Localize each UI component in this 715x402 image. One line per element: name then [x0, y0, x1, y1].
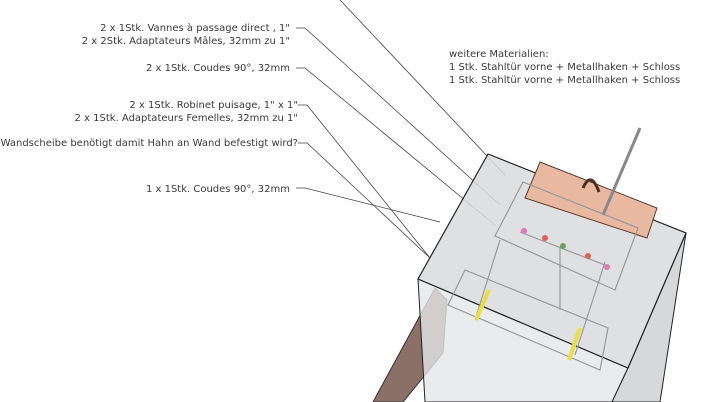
- label-elbows-2: 2 x 1Stk. Coudes 90°, 32mm: [145, 63, 290, 74]
- label-taps: 2 x 1Stk. Robinet puisage, 1" x 1": [129, 100, 298, 111]
- materials-note: weitere Materialien: 1 Stk. Stahltür vor…: [449, 48, 680, 87]
- leader-line: [296, 187, 441, 223]
- pole: [601, 127, 642, 216]
- leader-line: [339, 0, 506, 176]
- rear-panel: [524, 161, 658, 239]
- leader-lines: [296, 0, 506, 259]
- leader-line: [298, 142, 431, 259]
- inner-frame: [447, 181, 639, 371]
- materials-item: 1 Stk. Stahltür vorne + Metallhaken + Sc…: [449, 75, 681, 86]
- pipe-fittings: [474, 228, 610, 361]
- leader-line: [298, 104, 431, 259]
- leader-line: [296, 67, 496, 226]
- label-elbow-1: 1 x 1Stk. Coudes 90°, 32mm: [145, 184, 290, 195]
- label-wall-plate: Wandscheibe benötigt damit Hahn an Wand …: [0, 138, 298, 149]
- materials-item: 1 Stk. Stahltür vorne + Metallhaken + Sc…: [449, 62, 681, 73]
- label-male-adapters: 2 x 2Stk. Adaptateurs Mâles, 32mm zu 1": [81, 36, 290, 47]
- label-female-adapters: 2 x 1Stk. Adaptateurs Femelles, 32mm zu …: [74, 113, 298, 124]
- leader-line: [296, 27, 501, 206]
- materials-title: weitere Materialien:: [449, 49, 549, 60]
- label-valves: 2 x 1Stk. Vannes à passage direct , 1": [100, 23, 290, 34]
- metal-hook-icon: [581, 178, 601, 193]
